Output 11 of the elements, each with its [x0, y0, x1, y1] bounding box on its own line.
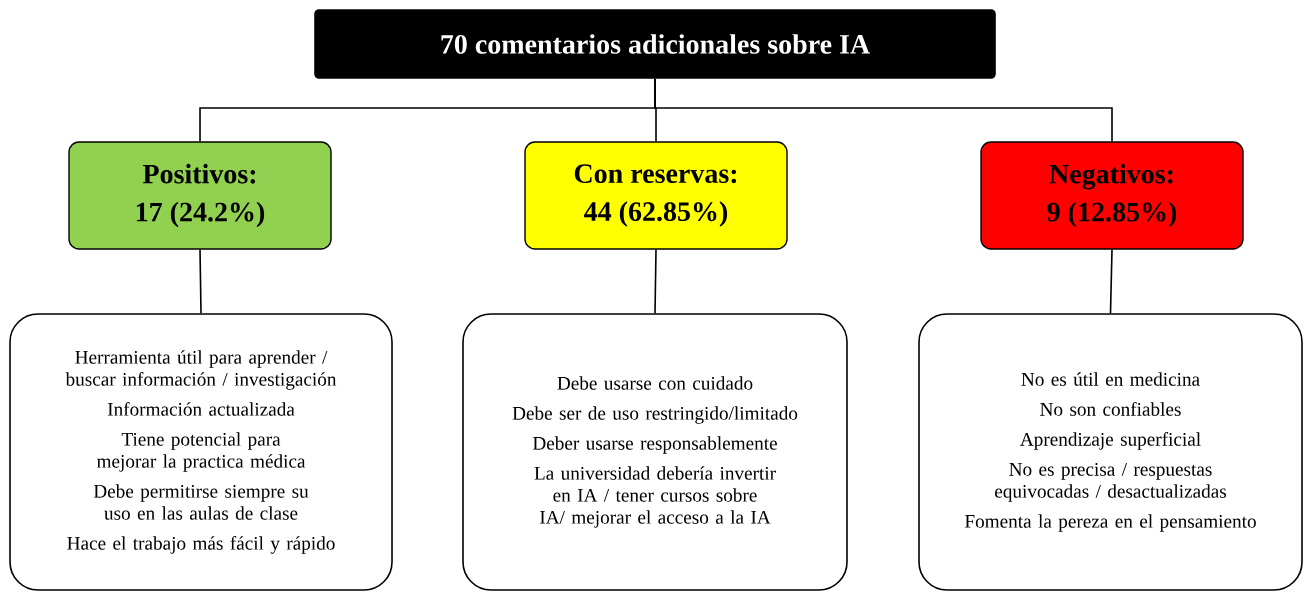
- comment-box: Herramienta útil para aprender / buscar información / investigación Información actualizada Tiene potencial para mejorar la practica médica Debe permitirse siempre su uso en las aulas de clase Hace el trabajo más fácil y rápido: [9, 313, 393, 591]
- category-box: Con reservas: 44 (62.85%): [524, 141, 788, 250]
- connector-line: [654, 248, 657, 314]
- connector-line: [199, 248, 202, 314]
- connector-line: [654, 78, 1113, 143]
- connector-line: [1109, 248, 1113, 314]
- title-box: 70 comentarios adicionales sobre IA: [314, 9, 996, 79]
- category-box: Positivos: 17 (24.2%): [68, 141, 332, 250]
- comment-box: Debe usarse con cuidado Debe ser de uso restringido/limitado Deber usarse responsablemente La universidad debería invertir en IA / tener cursos sobre IA/ mejorar el acceso a la IA: [462, 313, 848, 591]
- comment-box: No es útil en medicina No son confiables Aprendizaje superficial No es precisa / respuestas equivocadas / desactualizadas Fomenta la pereza en el pensamiento: [918, 313, 1303, 591]
- category-box: Negativos: 9 (12.85%): [980, 141, 1244, 250]
